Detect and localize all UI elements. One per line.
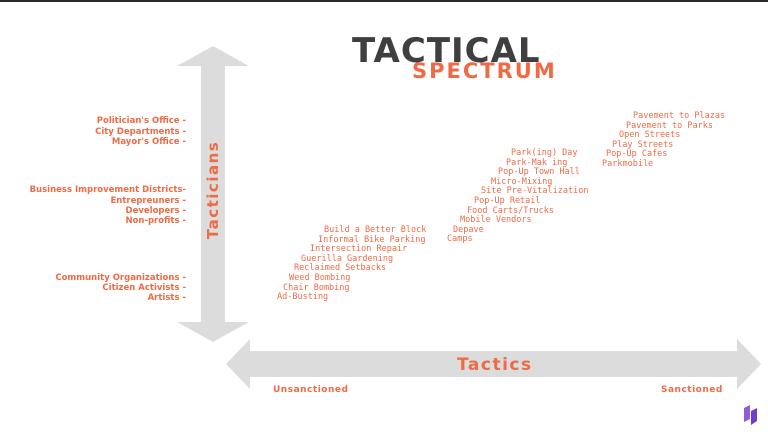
tactic-item: Ad-Busting [277,292,329,303]
tactic-item: Pavement to Parks [626,120,713,131]
tactic-item: Micro-Mixing [491,176,553,187]
tactic-item: Open Streets [619,130,681,141]
tactician-city-departments: City Departments - [95,127,186,137]
tactic-item: Park-Mak ing [506,157,568,168]
tactician-business-improvement-districts: Business Improvement Districts- [29,185,186,195]
tactic-item: Play Streets [612,139,674,150]
tactician-non-profits: Non-profits - [125,216,186,226]
label-unsanctioned: Unsanctioned [273,385,349,395]
tactic-item: Depave [453,224,484,235]
tactic-item: Reclaimed Setbacks [294,263,387,274]
label-sanctioned: Sanctioned [661,385,723,395]
tactics-sanctioned: Pavement to Plazas Pavement to Parks Ope… [601,111,726,170]
axis-label-tactics: Tactics [457,355,533,375]
title-tactical: TACTICAL [352,31,541,71]
tactics-unsanctioned: Build a Better Block Informal Bike Parki… [276,225,427,303]
tactics-middle: Park(ing) Day Park-Mak ing Pop-Up Town H… [446,148,589,245]
tactician-entrepreneurs: Entrepreuners - [110,196,186,206]
tactic-item: Weed Bombing [289,272,351,283]
tactician-politicians-office: Politician's Office - [96,116,186,126]
tactic-item: Pop-Up Cafes [606,149,668,160]
tactic-item: Parkmobile [602,158,654,169]
tactic-item: Intersection Repair [310,244,408,255]
tactic-item: Camps [447,234,473,245]
tactician-mayors-office: Mayor's Office - [111,137,186,147]
tactic-item: Informal Bike Parking [318,234,426,245]
vertical-double-arrow [177,46,249,342]
tacticians-list: Politician's Office - City Departments -… [0,0,186,303]
tactic-item: Pop-Up Retail [474,195,541,206]
tactician-developers: Developers - [125,206,186,216]
tactician-community-organizations: Community Organizations - [55,273,186,283]
top-rule [0,0,768,2]
tactic-item: Pop-Up Town Hall [498,167,580,178]
axis-label-tacticians: Tacticians [204,140,222,240]
tactic-item: Food Carts/Trucks [467,205,554,216]
tactic-item: Park(ing) Day [511,148,578,158]
tactic-item: Mobile Vendors [460,215,532,226]
horizontal-double-arrow [226,339,761,389]
tactic-item: Build a Better Block [324,225,427,235]
tactic-item: Chair Bombing [283,282,350,293]
brand-logo-icon [744,405,757,425]
tactic-item: Guerilla Gardening [301,253,394,264]
title-spectrum: SPECTRUM [412,59,557,83]
tactic-item: Site Pre-Vitalization [481,186,589,197]
tactician-citizen-activists: Citizen Activists - [102,283,186,293]
tactician-artists: Artists - [147,293,186,303]
tactic-item: Pavement to Plazas [633,111,726,121]
